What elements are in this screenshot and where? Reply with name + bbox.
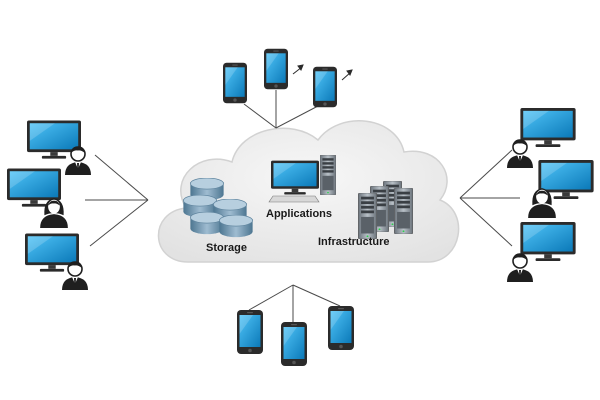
smartphone-icon [237,310,263,354]
applications-group [268,155,336,203]
server-rack-icon [320,155,336,195]
desktop-computer-icon [520,108,576,148]
storage-label: Storage [206,242,247,254]
infrastructure-label: Infrastructure [318,236,390,248]
applications-label: Applications [266,208,332,220]
smartphone-icon [328,306,354,350]
user-female-icon [528,188,556,218]
user-female-icon [40,198,68,228]
user-male-icon [506,252,534,282]
smartphone-icon [281,322,307,366]
smartphone-icon [264,48,288,90]
smartphone-icon [313,66,337,108]
arrow-icon [341,69,353,81]
user-male-icon [506,138,534,168]
connector-lines [85,90,520,322]
database-icon [190,212,224,235]
keyboard-icon [268,195,320,203]
desktop-computer-icon [520,222,576,262]
arrow-icon [292,64,304,75]
user-male-icon [61,260,89,290]
server-rack-icon [394,188,413,234]
server-rack-icon [358,193,377,239]
smartphone-icon [223,62,247,104]
database-icon [219,215,253,238]
